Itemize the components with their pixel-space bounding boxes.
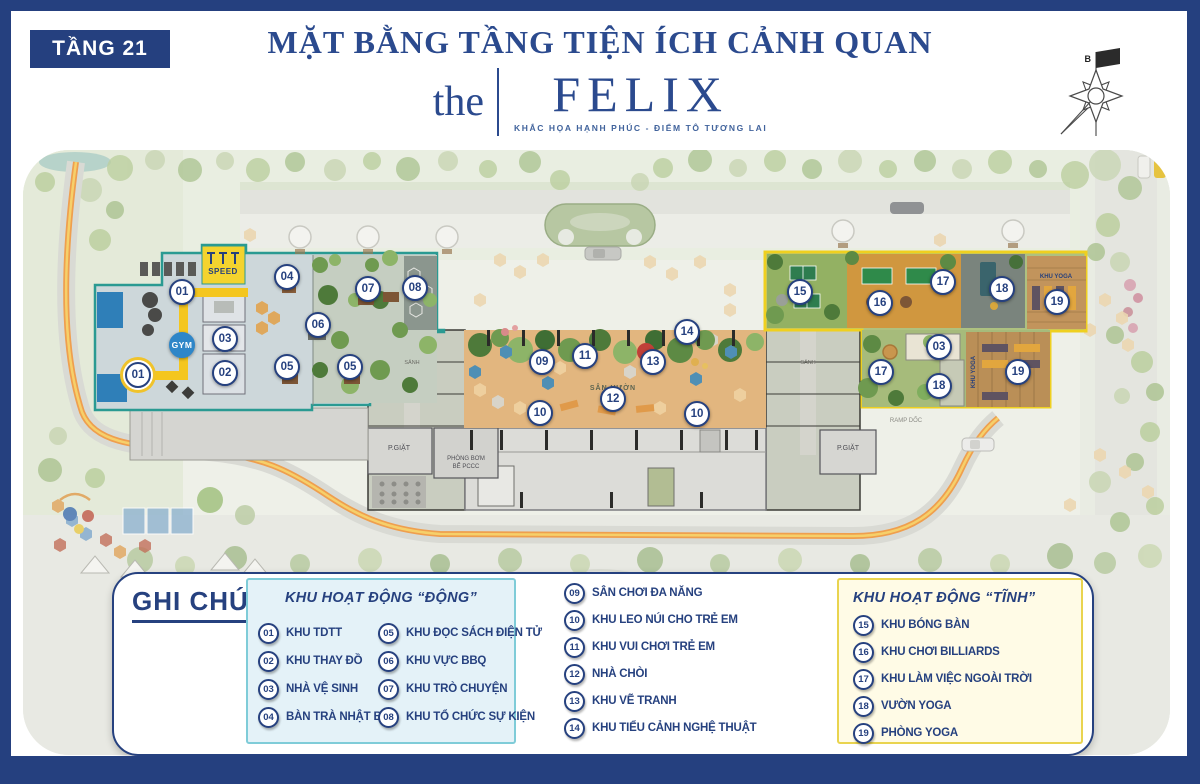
logo-tagline: KHẮC HỌA HẠNH PHÚC - ĐIỂM TÔ TƯƠNG LAI: [514, 122, 768, 133]
compass-icon: B: [1040, 34, 1152, 151]
legend-item: 18 VƯỜN YOGA: [853, 695, 1081, 717]
legend-item-label: NHÀ VỆ SINH: [286, 683, 358, 695]
legend-item-number: 08: [378, 706, 399, 728]
label-pump-1: PHÒNG BƠM: [447, 455, 485, 462]
logo-divider: [497, 68, 500, 136]
legend-item: 08 KHU TỔ CHỨC SỰ KIỆN: [378, 706, 542, 728]
legend-item-number: 03: [258, 678, 279, 700]
page-title: MẶT BẰNG TẦNG TIỆN ÍCH CẢNH QUAN: [267, 24, 933, 60]
label-khu-yoga-top: KHU YOGA: [1040, 274, 1073, 280]
legend-item-label: KHU TDTT: [286, 627, 342, 639]
legend-item-number: 19: [853, 722, 874, 744]
legend-item: 03 NHÀ VỆ SINH: [258, 678, 378, 700]
legend-item-label: KHU BÓNG BÀN: [881, 619, 970, 631]
legend-item: 02 KHU THAY ĐỒ: [258, 650, 378, 672]
legend-item-label: KHU LÀM VIỆC NGOÀI TRỜI: [881, 673, 1032, 685]
legend-item: 10 KHU LEO NÚI CHO TRẺ EM: [564, 609, 757, 631]
legend-item: 05 KHU ĐỌC SÁCH ĐIỆN TỬ: [378, 622, 542, 644]
legend-item: 11 KHU VUI CHƠI TRẺ EM: [564, 636, 757, 658]
label-ramp: RAMP DỐC: [890, 417, 923, 424]
legend-item: 14 KHU TIỂU CẢNH NGHỆ THUẬT: [564, 717, 757, 739]
label-laundry-right: P.GIẶT: [837, 443, 860, 452]
legend-item: 04 BÀN TRÀ NHẬT BẢN: [258, 706, 398, 728]
legend-item-number: 13: [564, 690, 585, 712]
legend-item: 13 KHU VẼ TRANH: [564, 690, 757, 712]
compass-north-label: B: [1085, 54, 1092, 64]
legend-item-label: VƯỜN YOGA: [881, 700, 952, 712]
legend-item-number: 07: [378, 678, 399, 700]
legend-item-label: KHU TRÒ CHUYỆN: [406, 683, 508, 695]
legend-item-label: KHU TỔ CHỨC SỰ KIỆN: [406, 711, 536, 723]
logo-prefix: the: [432, 79, 485, 125]
legend-item-label: PHÒNG YOGA: [881, 727, 959, 739]
brand-logo: the FELIX KHẮC HỌA HẠNH PHÚC - ĐIỂM TÔ T…: [0, 68, 1200, 136]
legend-item-number: 14: [564, 717, 585, 739]
legend-item: 01 KHU TDTT: [258, 622, 378, 644]
legend-item-number: 12: [564, 663, 585, 685]
legend-item-label: KHU VUI CHƠI TRẺ EM: [592, 641, 715, 653]
legend-item-number: 01: [258, 622, 279, 644]
legend-item-label: BÀN TRÀ NHẬT BẢN: [286, 711, 398, 723]
legend-item-number: 15: [853, 614, 874, 636]
legend-item: 09 SÂN CHƠI ĐA NĂNG: [564, 582, 757, 604]
legend-item: 19 PHÒNG YOGA: [853, 722, 1081, 744]
legend-item-label: KHU ĐỌC SÁCH ĐIỆN TỬ: [406, 627, 542, 639]
legend-item-number: 06: [378, 650, 399, 672]
legend-item-label: SÂN CHƠI ĐA NĂNG: [592, 587, 703, 599]
legend-group-tinh-title: KHU HOẠT ĐỘNG “TĨNH”: [853, 590, 1036, 606]
label-sanh-right: SẢNH: [800, 359, 815, 366]
legend-item-number: 05: [378, 622, 399, 644]
floor-badge: TẦNG 21: [30, 30, 170, 68]
legend-item-label: NHÀ CHÒI: [592, 668, 648, 680]
legend-dong-list: 01 KHU TDTT 02 KHU THAY ĐỒ 03 NHÀ VỆ SINH 04 BÀ…: [258, 622, 542, 734]
label-sanh-left: SẢNH: [404, 359, 419, 366]
legend-group-dong: KHU HOẠT ĐỘNG “ĐỘNG” 01 KHU TDTT 02 KHU THA…: [246, 578, 542, 744]
legend-item-number: 16: [853, 641, 874, 663]
legend-item: 17 KHU LÀM VIỆC NGOÀI TRỜI: [853, 668, 1081, 690]
legend-tinh-list: 15 KHU BÓNG BÀN 16 KHU CHƠI BILLIARDS 17 KHU …: [853, 614, 1081, 744]
legend-item-number: 18: [853, 695, 874, 717]
legend-item-number: 17: [853, 668, 874, 690]
label-laundry-left: P.GIẶT: [388, 443, 411, 452]
legend-item-number: 04: [258, 706, 279, 728]
label-pump-2: BỂ PCCC: [453, 463, 480, 470]
legend-item: 12 NHÀ CHÒI: [564, 663, 757, 685]
legend-middle-list: 09 SÂN CHƠI ĐA NĂNG 10 KHU LEO NÚI CHO TRẺ …: [564, 582, 757, 739]
legend-group-dong-title: KHU HOẠT ĐỘNG “ĐỘNG”: [284, 590, 478, 606]
legend-item: 16 KHU CHƠI BILLIARDS: [853, 641, 1081, 663]
label-khu-yoga-bottom: KHU YOGA: [971, 355, 977, 388]
legend-item-label: KHU LEO NÚI CHO TRẺ EM: [592, 614, 738, 626]
legend-item-label: KHU VẼ TRANH: [592, 695, 677, 707]
legend-item-number: 09: [564, 582, 585, 604]
label-san-vuon: SÂN VƯỜN: [590, 383, 636, 392]
logo-name: FELIX: [552, 66, 729, 123]
legend-item-number: 11: [564, 636, 585, 658]
legend-item: 06 KHU VỰC BBQ: [378, 650, 542, 672]
legend-item-label: KHU TIỂU CẢNH NGHỆ THUẬT: [592, 722, 757, 734]
legend-item-number: 10: [564, 609, 585, 631]
legend-item-label: KHU THAY ĐỒ: [286, 655, 363, 667]
legend-item-label: KHU VỰC BBQ: [406, 655, 487, 667]
legend-item: 15 KHU BÓNG BÀN: [853, 614, 1081, 636]
legend-item-label: KHU CHƠI BILLIARDS: [881, 646, 1000, 658]
legend-title: GHI CHÚ: [132, 586, 249, 623]
legend-item-number: 02: [258, 650, 279, 672]
label-speed: SPEED: [208, 267, 238, 276]
legend-item: 07 KHU TRÒ CHUYỆN: [378, 678, 542, 700]
